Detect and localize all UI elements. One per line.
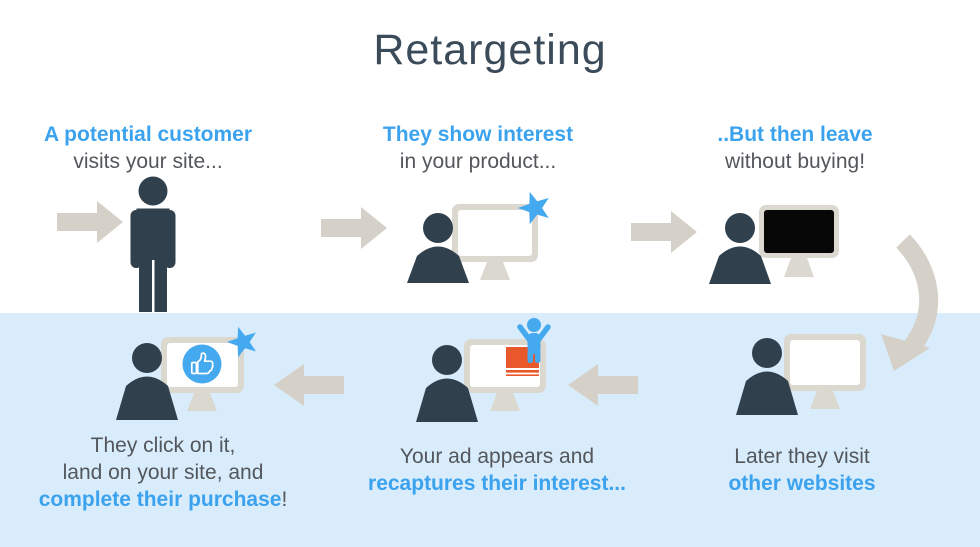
person-body <box>709 246 771 284</box>
caption-other-websites: Later they visit other websites <box>672 443 932 497</box>
excited-person-icon <box>517 318 551 363</box>
caption-ad-appears: Your ad appears and recaptures their int… <box>359 443 635 497</box>
person-body <box>416 378 478 422</box>
caption-interest: They show interest in your product... <box>347 121 609 175</box>
caption-line: They show interest <box>382 123 574 146</box>
person-head <box>432 345 462 375</box>
arrow-left-icon <box>568 364 638 406</box>
person-leg <box>139 252 152 312</box>
star-icon <box>517 191 549 225</box>
monitor-stand <box>187 393 217 411</box>
person-body <box>116 376 178 420</box>
star-icon <box>226 326 256 358</box>
caption-leave: ..But then leave without buying! <box>664 121 926 175</box>
caption-line: Later they visit <box>734 445 870 468</box>
caption-line: ..But then leave <box>717 123 873 146</box>
monitor-stand <box>490 393 520 411</box>
caption-line: without buying! <box>724 150 866 173</box>
person-at-computer-purchase-icon <box>116 326 256 420</box>
caption-line: visits your site... <box>73 150 223 173</box>
monitor-stand <box>480 262 510 280</box>
monitor-stand <box>810 391 840 409</box>
arrow-left-icon <box>274 364 344 406</box>
caption-line: A potential customer <box>43 123 253 146</box>
caption-visit: A potential customer visits your site... <box>17 121 279 175</box>
caption-line: other websites <box>728 472 876 495</box>
person-at-computer-browsing-icon <box>736 334 866 415</box>
like-badge <box>182 344 222 384</box>
caption-line: in your product... <box>399 150 557 173</box>
monitor-screen-off <box>764 210 834 253</box>
caption-line: They click on it, <box>90 434 236 457</box>
person-head <box>725 213 755 243</box>
person-body <box>736 371 798 415</box>
person-head <box>132 343 162 373</box>
caption-suffix: ! <box>281 488 288 511</box>
caption-line: complete their purchase! <box>14 486 312 513</box>
caption-highlight: complete their purchase <box>38 488 282 511</box>
person-at-computer-interest-icon <box>407 191 549 283</box>
arrow-right-icon <box>57 201 123 243</box>
arrow-curved-down-icon <box>881 234 939 371</box>
thumbs-up-icon <box>190 352 214 375</box>
caption-line: land on your site, and <box>62 461 264 484</box>
person-leg <box>154 252 167 312</box>
arrow-right-icon <box>321 207 387 249</box>
person-head <box>752 338 782 368</box>
person-at-computer-ad-icon <box>416 318 551 422</box>
page-title: Retargeting <box>373 26 607 74</box>
person-at-computer-leaving-icon <box>709 205 839 284</box>
monitor-stand <box>784 258 814 277</box>
caption-line: recaptures their interest... <box>368 472 626 495</box>
monitor-screen <box>458 210 532 256</box>
person-head <box>423 213 453 243</box>
person-head <box>138 176 168 206</box>
monitor-screen <box>790 340 860 385</box>
caption-line: Your ad appears and <box>399 445 595 468</box>
standing-person-icon <box>130 176 176 312</box>
person-body <box>407 246 469 283</box>
arrow-right-icon <box>631 211 697 253</box>
caption-purchase: They click on it, land on your site, and… <box>14 432 312 513</box>
